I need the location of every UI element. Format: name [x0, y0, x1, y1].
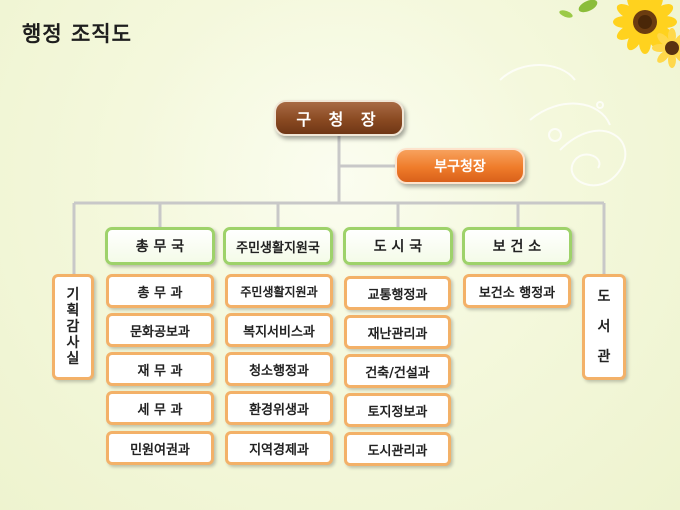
page-title: 행정 조직도: [22, 22, 132, 46]
unit-environment-hygiene: 환경위생과: [225, 391, 333, 425]
unit-resident-support: 주민생활지원과: [225, 274, 333, 308]
unit-sanitation-admin: 청소행정과: [225, 352, 333, 386]
dept-resident-support: 주민생활지원국: [223, 227, 333, 265]
unit-disaster-management: 재난관리과: [344, 315, 451, 349]
library-char: 서: [597, 319, 611, 335]
dept-urban: 도 시 국: [343, 227, 453, 265]
unit-urban-management: 도시관리과: [344, 432, 451, 466]
unit-health-center-admin: 보건소 행정과: [463, 274, 571, 308]
library-office: 도 서 관: [582, 274, 626, 380]
deputy-mayor-node: 부구청장: [395, 148, 525, 184]
unit-culture-pr: 문화공보과: [106, 313, 214, 347]
unit-welfare-service: 복지서비스과: [225, 313, 333, 347]
unit-architecture-construction: 건축/건설과: [344, 354, 451, 388]
unit-tax: 세 무 과: [106, 391, 214, 425]
dept-health-center: 보 건 소: [462, 227, 572, 265]
unit-local-economy: 지역경제과: [225, 431, 333, 465]
library-char: 도: [597, 289, 611, 305]
unit-traffic-admin: 교통행정과: [344, 276, 451, 310]
library-char: 관: [597, 349, 611, 365]
unit-finance: 재 무 과: [106, 352, 214, 386]
planning-audit-char: 감: [66, 319, 80, 335]
dept-general-affairs: 총 무 국: [105, 227, 215, 265]
unit-land-information: 토지정보과: [344, 393, 451, 427]
unit-civil-passport: 민원여권과: [106, 431, 214, 465]
unit-general-affairs: 총 무 과: [106, 274, 214, 308]
sunflower-corner-decoration: [559, 0, 680, 68]
planning-audit-char: 획: [66, 303, 80, 319]
planning-audit-office: 기 획 감 사 실: [52, 274, 94, 380]
planning-audit-char: 기: [66, 287, 80, 303]
planning-audit-char: 실: [66, 351, 80, 367]
planning-audit-char: 사: [66, 335, 80, 351]
mayor-node: 구 청 장: [274, 100, 404, 136]
